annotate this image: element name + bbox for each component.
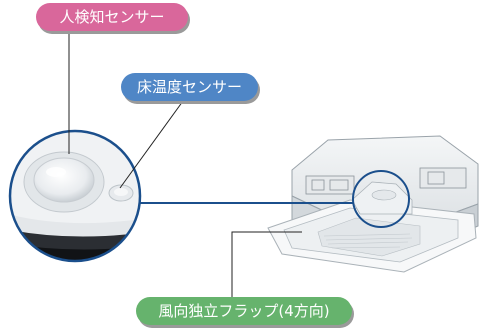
floor-sensor-callout-line [119, 100, 184, 189]
ceiling-unit [267, 135, 479, 273]
floor-sensor-label: 床温度センサー [121, 73, 258, 101]
human-sensor-label: 人検知センサー [36, 3, 188, 31]
flap-callout-line [231, 231, 302, 297]
zoom-view [10, 131, 140, 261]
airflow-flap-label: 風向独立フラップ(4方向) [136, 297, 352, 325]
sensor-highlight-circle [352, 170, 410, 228]
zoom-circle [8, 129, 142, 263]
